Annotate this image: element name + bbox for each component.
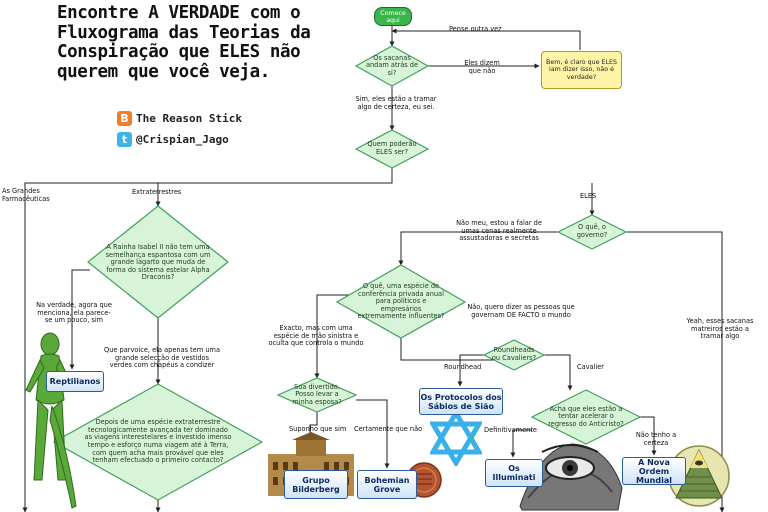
result-bohemian: Bohemian Grove [357,470,417,499]
edge-exactly: Exacto, mas com uma espécie de mão sinis… [268,324,364,348]
twitter-credit-text: @Crispian_Jago [136,132,229,146]
twitter-credit: t @Crispian_Jago [117,131,229,147]
result-new-order: A Nova Ordem Mundial [622,457,686,485]
blog-credit: B The Reason Stick [117,110,242,126]
edge-no-people: Não, quero dizer as pessoas que governam… [467,303,575,319]
result-bilderberg: Grupo Bilderberg [284,470,348,499]
edge-not-sure: Não tenho a certeza [635,431,677,447]
q-conference: O quê, uma espécie de conferência privad… [357,282,445,321]
q-fun: Soa divertido. Posso levar a minha espos… [292,382,342,406]
edge-yes-plotting: Sim, eles estão a tramar algo de certeza… [355,95,437,111]
start-node: Comece aqui [374,7,412,26]
edge-definitely: Definitivamente [484,426,537,434]
result-reptilians: Reptilianos [46,371,104,392]
q-power: Quem poderão ELES ser? [367,140,417,156]
edge-they-say-no: Eles dizem que não [464,59,500,75]
all-seeing-eye-icon [519,443,623,511]
edge-suppose-yes: Suponho que sim [289,425,347,433]
q-chasing: Os sacanas andam atrás de si? [365,53,419,77]
diamond-shapes [52,45,642,501]
edge-not-mine: Não meu, estou a falar de umas cenas rea… [456,219,542,243]
blogger-icon: B [117,110,132,126]
star-of-david-icon [430,410,482,466]
edge-big-pharma: As Grandes Farmacêuticas [2,187,50,203]
edge-think-again: Pense outra vez [449,25,502,33]
edge-yeah-bastards: Yeah, esses sacanas matreiros estão a tr… [686,317,754,341]
edge-surely-not: Certamente que não [354,425,423,433]
q-roundheads: Roundheads ou Cavaliers? [491,346,537,362]
edge-actually: Na verdade, agora que menciona, ela pare… [36,301,112,325]
q-government: O quê, o governo? [576,223,608,239]
reptilian-figure-icon [25,332,77,509]
edge-aliens: Extraterrestres [132,188,182,196]
page-title: Encontre A VERDADE com o Fluxograma das … [57,3,311,82]
q-aliens: Depois de uma espécie extraterrestre tec… [84,418,232,465]
blog-credit-text: The Reason Stick [136,111,242,125]
note-node: Bem, é claro que ELES iam dizer isso, nã… [541,51,622,89]
edge-them: ELES [580,192,597,200]
edge-cavalier: Cavalier [577,363,605,371]
edge-roundhead: Roundhead [444,363,482,371]
edge-nonsense: Que parvoíce, ela apenas tem uma grande … [104,346,220,370]
twitter-icon: t [117,131,132,147]
q-antichrist: Acha que eles estão a tentar acelerar o … [548,404,624,428]
result-illuminati: Os Illuminati [485,459,543,487]
result-protocols: Os Protocolos dos Sábios de Sião [419,388,503,415]
q-queen: A Rainha Isabel II não tem uma semelhanç… [105,243,211,282]
